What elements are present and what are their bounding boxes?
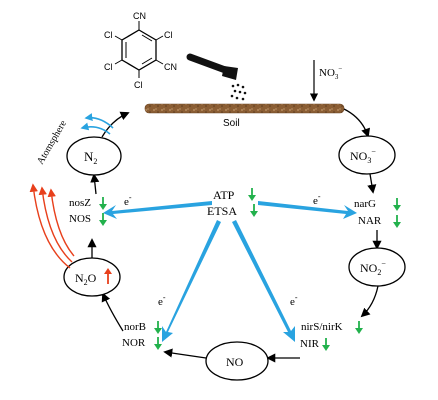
arrow-soil-to-no3 [343,108,371,138]
svg-text:NO3−: NO3− [350,147,376,165]
electron-label-nar: e- [313,192,321,207]
arrow-norb-to-n2o [101,292,124,332]
atp-down-arrow-icon [248,188,256,201]
molecule-bottom-cl: Cl [134,80,143,90]
electron-label-nos: e- [124,193,132,208]
soil-layer: Soil [144,103,345,129]
arrow-nosz-to-n2 [90,173,100,195]
arrow-no-to-norb [163,348,207,359]
no3-input: NO3− [309,60,342,102]
n2o-up-arrow-icon [104,268,112,284]
molecule-left-top-cl: Cl [104,30,113,40]
nir-down-arrow-icon [322,338,330,351]
soil-label: Soil [223,118,240,129]
input-no3-sup: − [338,65,342,73]
n2-release-arrow-2 [84,113,114,129]
node-n2o: N2O [63,257,121,297]
nar-down-arrow-icon [393,215,401,228]
nos-down-arrow-icon [99,213,107,226]
electron-flow [103,201,357,342]
input-no3-sub: 3 [335,73,339,81]
electron-label-nor: e- [158,293,166,308]
atmosphere-label: Atomsphere [35,118,69,166]
gene-nar: NAR [358,215,382,227]
nirs-down-arrow-icon [355,321,363,334]
nosz-down-arrow-icon [99,197,107,210]
svg-text:NO2−: NO2− [360,259,386,277]
gene-nos: NOS [69,213,91,225]
molecule-right-top-cl: Cl [164,30,173,40]
norb-down-arrow-icon [154,321,162,334]
n2-release-arrow-1 [80,122,111,135]
molecule-top-cn: CN [133,11,146,21]
nor-down-arrow-icon [154,337,162,350]
cycle-arrows [87,108,382,363]
atp-label: ATP [213,188,235,202]
svg-text:NO: NO [226,355,244,369]
arrow-n2-to-soil [101,111,130,138]
node-n2: N2 [66,136,122,176]
gene-narg: narG [354,198,376,210]
center-atp-etsa: ATP ETSA [207,188,258,218]
molecule-right-cn: CN [164,62,177,72]
svg-text:N2O: N2O [75,271,97,287]
svg-text:NO3−: NO3− [319,65,342,81]
gene-norb: norB [124,321,146,333]
gene-nir: NIR [300,338,320,350]
n2o-emission-arrow-3 [47,188,75,257]
electron-arrow-to-nos [103,201,212,219]
electron-arrow-to-nar [258,201,357,219]
electron-arrow-to-nor [162,220,221,342]
arrow-no2-to-nirs [360,285,379,318]
node-no3: NO3− [338,135,396,175]
chemical-molecule: CN Cl CN Cl Cl Cl [104,11,177,90]
electron-arrow-to-nir [232,220,295,342]
node-no: NO [205,341,269,381]
etsa-label: ETSA [207,204,237,218]
molecule-left-bottom-cl: Cl [104,62,113,72]
n2o-emission-arrow-1 [29,183,71,269]
sprayer-icon [186,53,247,101]
node-no2: NO2− [348,247,406,287]
etsa-down-arrow-icon [250,204,258,217]
gene-nirs-nirk: nirS/nirK [301,321,343,333]
input-no3-main: NO [319,67,335,79]
gene-nor: NOR [122,337,146,349]
gene-nosz: nosZ [69,197,91,209]
n2o-emission-arrow-2 [38,186,73,263]
gene-labels: narG NAR nirS/nirK NIR norB NOR nosZ NOS [69,197,401,351]
svg-text:N2: N2 [84,149,97,166]
narg-down-arrow-icon [393,198,401,211]
electron-labels: e- e- e- e- [124,192,321,308]
arrow-no3-to-narg [367,173,377,194]
electron-label-nir: e- [290,293,298,308]
